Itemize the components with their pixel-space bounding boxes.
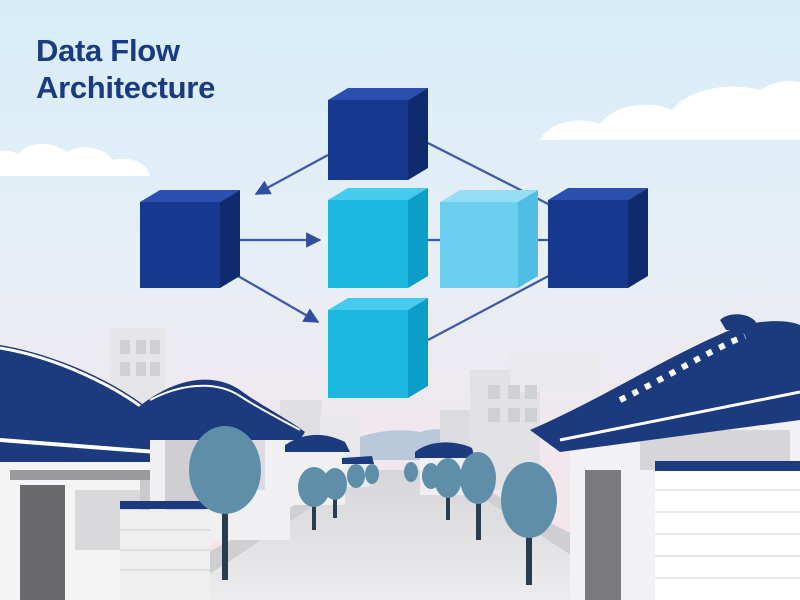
cube-icon [328,88,428,180]
connector-line [427,271,557,341]
cube-icon [440,190,538,288]
cube-icon [140,190,240,288]
diagram-title-line-1: Data Flow [36,33,180,68]
far-building [510,352,600,392]
street [170,470,640,600]
cube-icon [328,188,428,288]
hanok-house-right [530,314,800,600]
cloud-left [0,143,150,176]
street-trees [189,426,557,585]
cloud-right [540,80,800,140]
connector-line [254,154,329,195]
diagram-title: Data Flow Architecture [36,32,215,106]
cube-icon [328,298,428,398]
cube-icon [548,188,648,288]
diagram-title-line-2: Architecture [36,70,216,105]
connector-line [237,275,320,323]
building-windows [120,340,537,422]
